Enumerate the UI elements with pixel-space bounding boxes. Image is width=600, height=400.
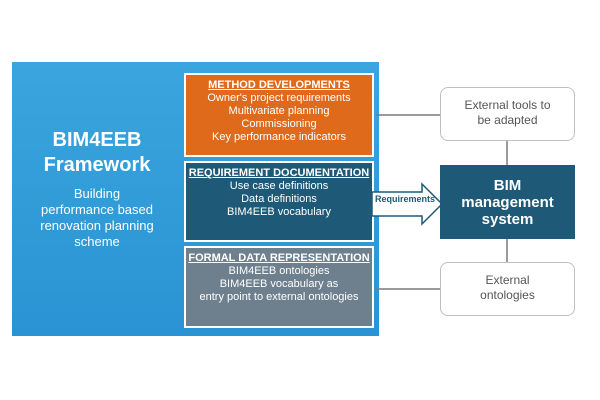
requirements-arrow-shape: [371, 182, 444, 226]
bim-line: system: [481, 211, 534, 228]
requirement-item: BIM4EEB vocabulary: [227, 206, 331, 218]
framework-subtitle: Building performance based renovation pl…: [22, 186, 172, 250]
bim-management-system-box: BIM management system: [440, 165, 575, 239]
framework-subtitle-line-3: renovation planning: [40, 218, 154, 233]
external-tools-line: be adapted: [477, 113, 538, 127]
external-ontologies-line: ontologies: [480, 288, 535, 302]
formal-data-representation-block: FORMAL DATA REPRESENTATION BIM4EEB ontol…: [184, 246, 374, 328]
requirement-item: Data definitions: [241, 193, 317, 205]
requirement-documentation-block: REQUIREMENT DOCUMENTATION Use case defin…: [184, 161, 374, 242]
method-heading: METHOD DEVELOPMENTS: [208, 79, 350, 91]
framework-title: BIM4EEB Framework: [22, 128, 172, 178]
requirement-item: Use case definitions: [229, 180, 329, 192]
requirements-arrow-label: Requirements: [374, 194, 436, 204]
method-developments-block: METHOD DEVELOPMENTS Owner's project requ…: [184, 73, 374, 157]
external-ontologies-box: External ontologies: [440, 262, 575, 316]
bim-line: management: [461, 194, 554, 211]
framework-subtitle-line-2: performance based: [40, 202, 153, 217]
formal-item: entry point to external ontologies: [199, 291, 359, 303]
method-item: Key performance indicators: [212, 131, 346, 143]
framework-subtitle-line-4: scheme: [74, 234, 120, 249]
framework-title-line-2: Framework: [43, 154, 151, 176]
external-ontologies-line: External: [485, 273, 530, 287]
external-tools-line: External tools to: [464, 98, 551, 112]
method-item: Owner's project requirements: [207, 92, 351, 104]
external-tools-box: External tools to be adapted: [440, 87, 575, 141]
formal-heading: FORMAL DATA REPRESENTATION: [188, 252, 370, 264]
formal-item: BIM4EEB ontologies: [228, 265, 330, 277]
method-item: Commissioning: [241, 118, 317, 130]
requirement-heading: REQUIREMENT DOCUMENTATION: [188, 167, 370, 179]
bim-line: BIM: [493, 177, 522, 194]
framework-title-line-1: BIM4EEB: [52, 129, 142, 151]
formal-item: BIM4EEB vocabulary as: [219, 278, 339, 290]
method-item: Multivariate planning: [228, 105, 330, 117]
framework-subtitle-line-1: Building: [73, 186, 121, 201]
